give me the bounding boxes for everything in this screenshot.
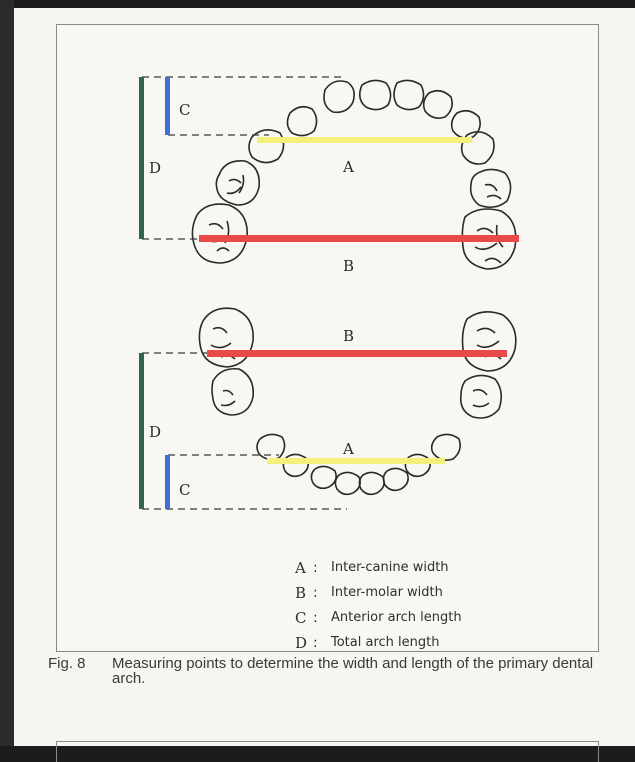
upper-anterior-length-bar [165,77,170,135]
upper-canine-left [248,129,285,164]
lower-canine-right [430,433,461,461]
upper-lateral-left [286,105,318,137]
label-upper-a: A [342,158,354,176]
upper-lateral-right [450,109,481,139]
lower-second-molar-right [461,311,517,372]
lower-incisor-left [310,465,337,490]
legend: A : Inter-canine width B : Inter-molar w… [295,555,462,655]
caption-text: Measuring points to determine the width … [112,655,594,687]
upper-first-molar-right [469,168,512,209]
next-figure-frame [56,741,599,762]
legend-row-d: D : Total arch length [295,633,440,652]
book-page: C D A B B D A C A : Inter-canine width B… [14,8,635,762]
upper-incisor-right [422,89,453,119]
label-upper-b: B [343,257,354,275]
upper-inter-canine-line [257,137,472,143]
legend-key: C [295,608,307,627]
upper-incisor-left [323,80,355,114]
legend-text: Inter-molar width [331,585,443,600]
legend-key: A [295,558,306,577]
label-lower-c: C [179,481,190,499]
label-upper-c: C [179,101,190,119]
lower-anterior-length-bar [165,455,170,509]
legend-row-a: A : Inter-canine width [295,558,449,577]
figure-frame: C D A B B D A C A : Inter-canine width B… [56,24,599,652]
upper-central-incisor-left [358,79,392,111]
legend-row-b: B : Inter-molar width [295,583,443,602]
upper-total-length-bar [139,77,144,239]
lower-incisor-right [382,467,409,492]
upper-second-molar-right [461,208,517,270]
legend-text: Anterior arch length [331,610,462,625]
legend-row-c: C : Anterior arch length [295,608,462,627]
measurement-labels: C D A B B D A C [149,101,354,499]
lower-lateral-right [404,453,431,478]
dental-arch-diagram: C D A B B D A C [139,76,519,510]
legend-key: D [295,633,308,652]
upper-first-molar-left [215,159,261,206]
page-edge-shadow [0,0,14,746]
lower-total-length-bar [139,353,144,509]
upper-central-incisor-right [393,79,425,111]
lower-lateral-left [282,453,309,478]
label-lower-a: A [342,440,354,458]
lower-canine-left [256,433,286,461]
upper-inter-molar-line [199,235,519,242]
lower-central-incisor-right [358,471,385,496]
upper-arch [191,79,517,270]
legend-text: Inter-canine width [331,560,449,575]
legend-key: B [295,583,307,602]
lower-inter-canine-line [267,458,445,464]
caption-number: Fig. 8 [48,655,86,672]
lower-central-incisor-left [334,471,361,496]
label-lower-b: B [343,327,354,345]
legend-text: Total arch length [331,635,440,650]
lower-first-molar-left [211,367,255,416]
measurement-bars [139,77,519,509]
lower-second-molar-left [198,307,254,368]
upper-canine-right [460,131,495,165]
lower-arch [198,307,517,496]
label-upper-d: D [149,159,161,177]
lower-inter-molar-line [207,350,507,357]
upper-second-molar-left [191,203,248,264]
lower-first-molar-right [459,374,503,419]
label-lower-d: D [149,423,161,441]
